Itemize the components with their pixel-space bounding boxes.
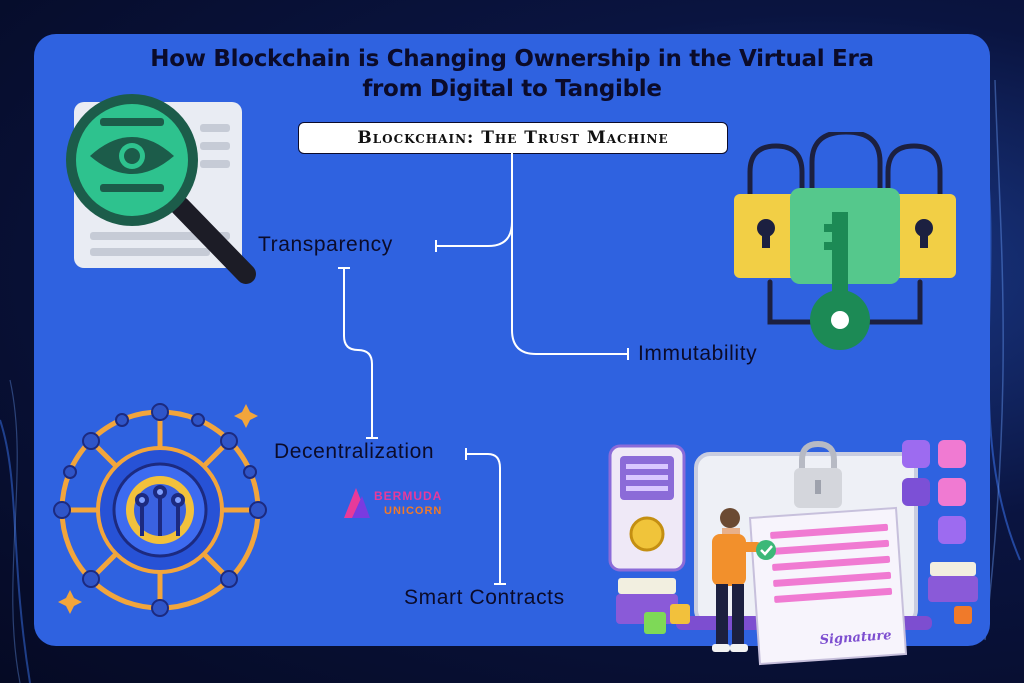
- svg-text:BERMUDA: BERMUDA: [374, 489, 442, 503]
- root-node-box: Blockchain: The Trust Machine: [298, 122, 728, 154]
- node-transparency: Transparency: [258, 233, 393, 256]
- magnifier-eye-icon: [66, 94, 256, 284]
- node-smart-contracts: Smart Contracts: [404, 586, 565, 609]
- signed-contract-icon: Signature: [608, 440, 978, 666]
- node-decentralization: Decentralization: [274, 440, 435, 463]
- signature-label: Signature: [819, 628, 892, 648]
- root-node-label: Blockchain: The Trust Machine: [357, 128, 669, 148]
- diagram-title: How Blockchain is Changing Ownership in …: [0, 44, 1024, 104]
- svg-text:UNICORN: UNICORN: [384, 505, 442, 517]
- network-node-icon: [53, 403, 267, 617]
- title-line-2: from Digital to Tangible: [362, 76, 662, 102]
- title-line-1: How Blockchain is Changing Ownership in …: [150, 46, 874, 72]
- padlock-key-icon: [734, 132, 956, 350]
- node-immutability: Immutability: [638, 342, 758, 365]
- bermuda-unicorn-logo: BERMUDA UNICORN: [344, 488, 442, 518]
